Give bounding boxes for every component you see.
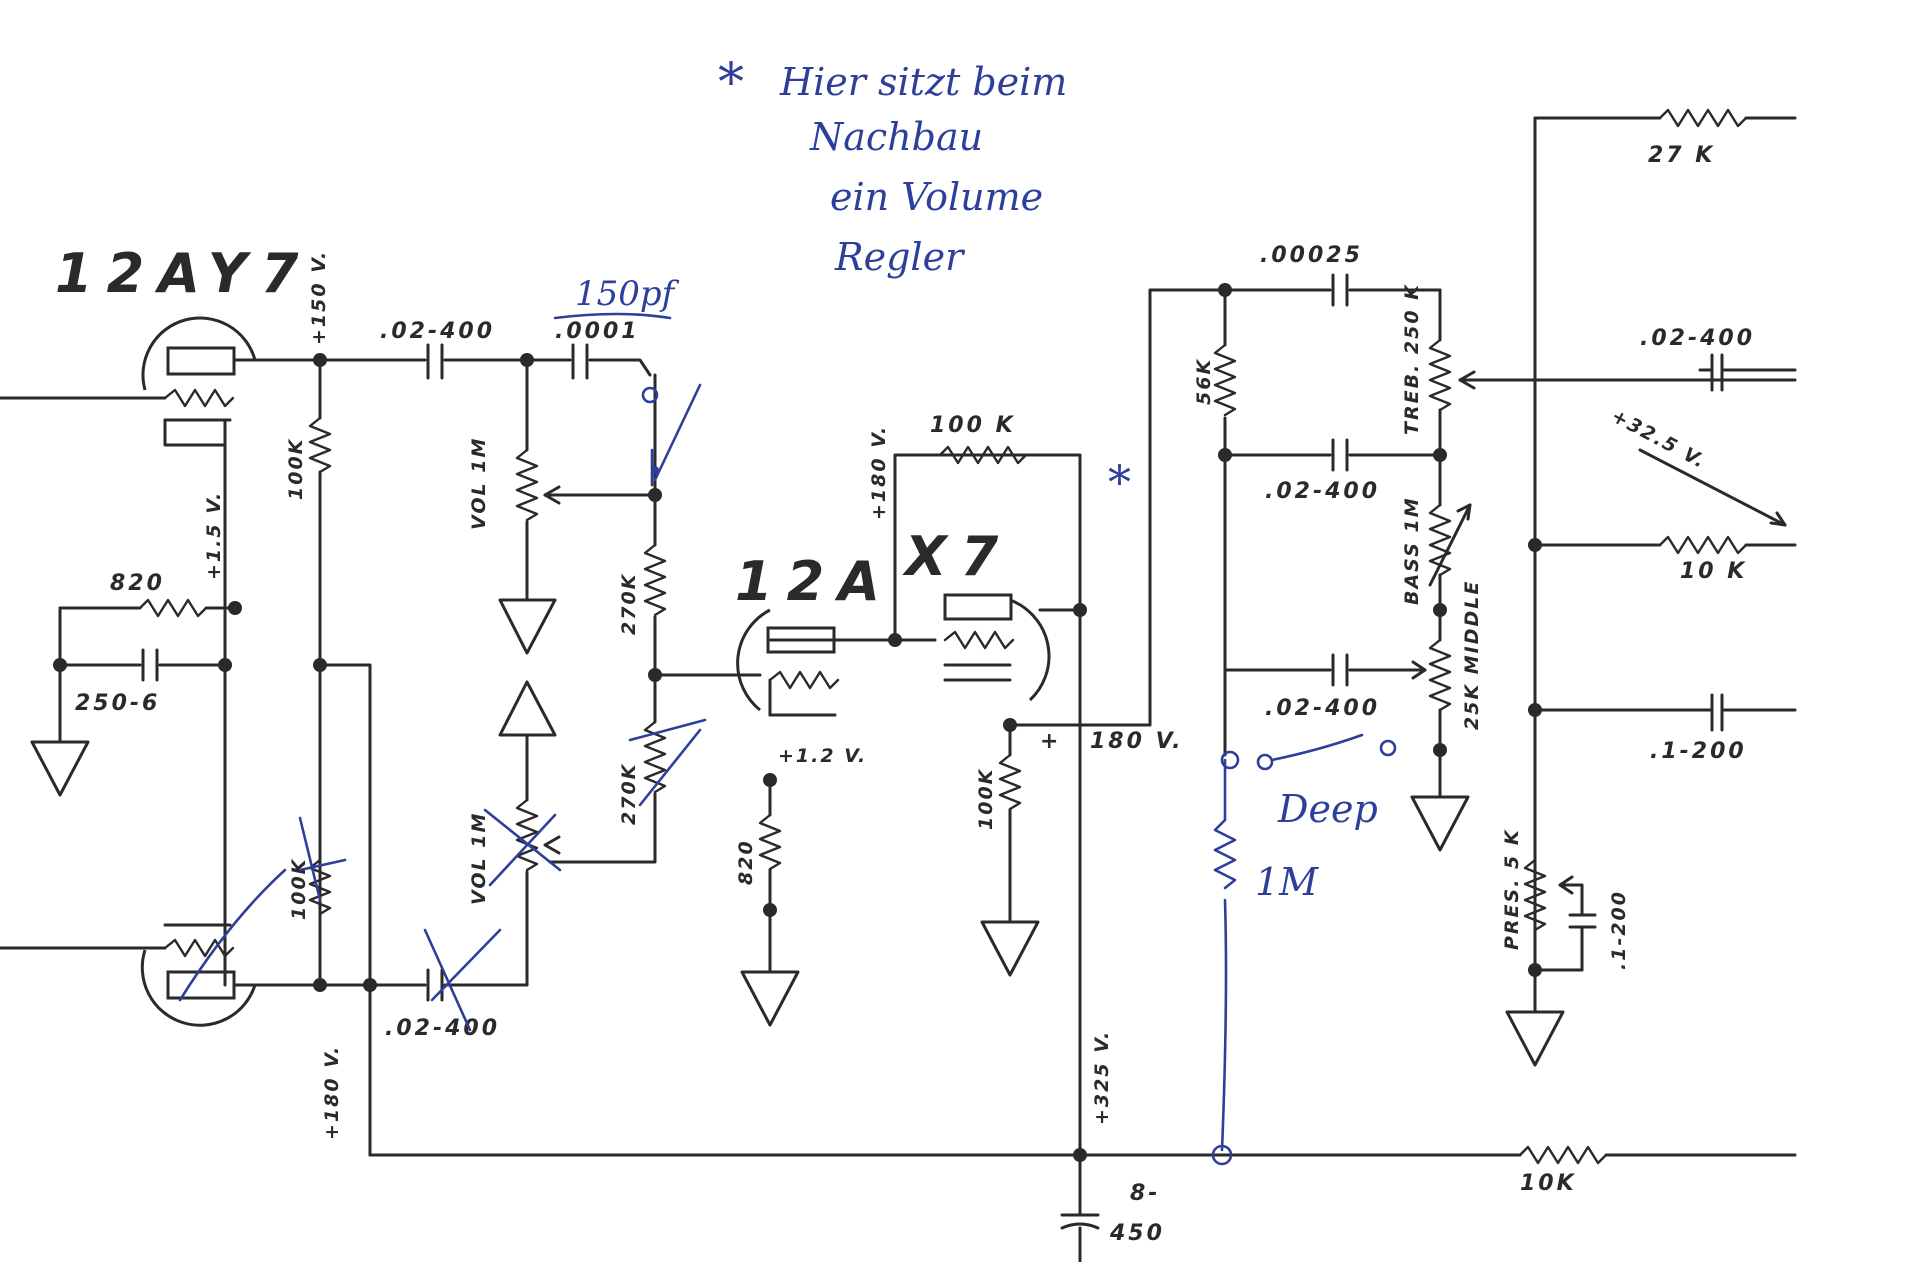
label-res-270k-bottom: 270K bbox=[618, 763, 640, 825]
label-cath-volt-v1: +1.5 V. bbox=[203, 491, 225, 580]
label-plus-sign: + bbox=[1040, 729, 1061, 754]
tube-v1b bbox=[140, 923, 257, 1027]
label-volt-180-left: +180 V. bbox=[321, 1045, 343, 1140]
label-vol-top: VOL 1M bbox=[468, 437, 490, 530]
label-cap-8-450-b: 450 bbox=[1109, 1221, 1165, 1246]
label-volt-180-top: +180 V. bbox=[868, 425, 890, 520]
note-line-4: Regler bbox=[834, 235, 966, 279]
label-res-820: 820 bbox=[110, 571, 165, 596]
tube-label-12ay7: 12AY7 bbox=[55, 242, 312, 305]
label-volt-325-right: +32.5 V. bbox=[1608, 405, 1710, 473]
label-cap-1-200-pres: .1-200 bbox=[1608, 890, 1630, 970]
printed-wiring bbox=[0, 108, 1797, 1262]
handwritten-annotations: * Hier sitzt beim Nachbau ein Volume Reg… bbox=[178, 53, 1397, 1166]
ground-symbols bbox=[30, 598, 1565, 1067]
label-cap-02-400-right: .02-400 bbox=[1640, 326, 1755, 351]
label-cap-02-400-bottom: .02-400 bbox=[385, 1016, 500, 1041]
tube-v2b bbox=[943, 593, 1051, 702]
label-volt-180-right: 180 V. bbox=[1090, 729, 1184, 754]
label-cap-0001: .0001 bbox=[555, 319, 640, 344]
label-res-10k-right: 10 K bbox=[1680, 559, 1747, 584]
label-treb: TREB. 250 K bbox=[1401, 283, 1423, 435]
label-res-27k: 27 K bbox=[1648, 143, 1715, 168]
label-vol-bottom: VOL 1M bbox=[468, 812, 490, 905]
label-cap-1-200-right: .1-200 bbox=[1650, 739, 1747, 764]
label-res-270k-top: 270K bbox=[618, 573, 640, 635]
label-cap-02-400-mid: .02-400 bbox=[1265, 696, 1380, 721]
tube-v2a bbox=[736, 608, 840, 712]
note-line-2: Nachbau bbox=[809, 115, 983, 159]
tube-label-x7: X7 bbox=[902, 525, 1012, 588]
note-line-1: Hier sitzt beim bbox=[779, 60, 1067, 104]
note-res-1m: 1M bbox=[1255, 860, 1319, 904]
label-bass: BASS 1M bbox=[1401, 496, 1423, 605]
tube-label-12a: 12A bbox=[735, 550, 894, 613]
label-pres: PRES. 5 K bbox=[1501, 828, 1523, 950]
label-res-56k: 56K bbox=[1193, 358, 1215, 405]
label-res-100k-v1: 100K bbox=[285, 438, 307, 500]
label-cap-250-6: 250-6 bbox=[75, 691, 160, 716]
label-cap-8-450-a: 8- bbox=[1130, 1181, 1160, 1206]
label-res-100k-v1b: 100K bbox=[288, 858, 310, 920]
label-cap-02-400-top: .02-400 bbox=[380, 319, 495, 344]
tube-v1a bbox=[141, 316, 257, 422]
label-res-820-v2: 820 bbox=[735, 839, 757, 885]
label-cap-02-400-tone: .02-400 bbox=[1265, 479, 1380, 504]
note-deep: Deep bbox=[1277, 787, 1378, 831]
label-cap-00025: .00025 bbox=[1260, 243, 1363, 268]
note-cap-150pf: 150pf bbox=[575, 274, 680, 314]
label-res-100k-feedback: 100 K bbox=[930, 413, 1016, 438]
junction-dots bbox=[53, 283, 1542, 1162]
label-plate-volt-v1: +150 V. bbox=[308, 250, 330, 345]
note-asterisk: * bbox=[718, 53, 744, 113]
printed-labels: 12AY7 12A X7 .02-400 .0001 +150 V. 100K … bbox=[55, 143, 1755, 1246]
note-line-3: ein Volume bbox=[830, 175, 1043, 219]
label-volt-325: +325 V. bbox=[1091, 1030, 1113, 1125]
note-asterisk-mark: * bbox=[1108, 455, 1131, 509]
label-res-100k-v2: 100K bbox=[975, 768, 997, 830]
label-middle: 25K MIDDLE bbox=[1461, 580, 1483, 730]
label-cath-volt-v2: +1.2 V. bbox=[778, 745, 867, 767]
label-res-10k-bottom: 10K bbox=[1520, 1171, 1577, 1196]
